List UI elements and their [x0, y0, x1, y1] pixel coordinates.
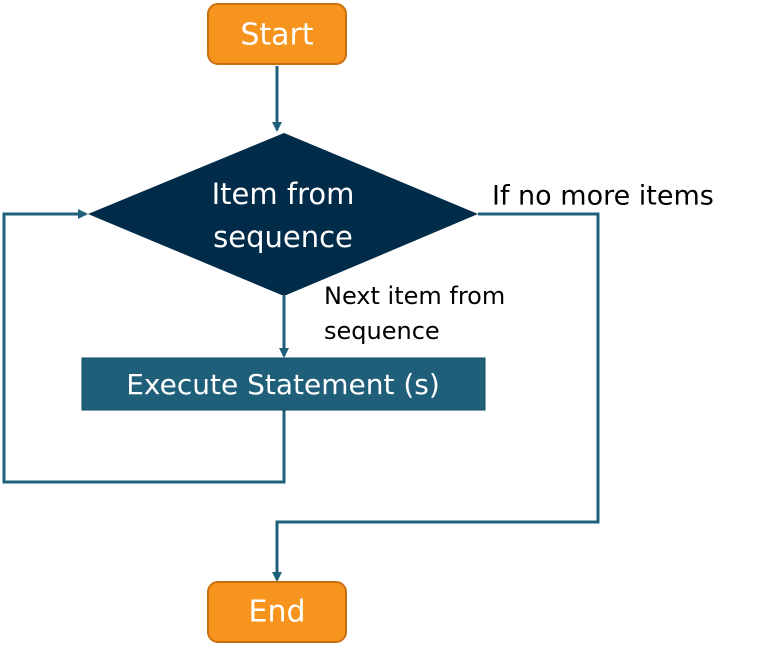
- end-label: End: [248, 595, 305, 630]
- decision-node-shape: [88, 133, 478, 296]
- decision-label-line2: sequence: [213, 220, 353, 254]
- next-item-label-line1: Next item from: [324, 282, 505, 310]
- decision-label-line1: Item from: [212, 177, 355, 211]
- process-node: Execute Statement (s): [81, 357, 486, 411]
- arrow-loop-back: [2, 209, 286, 484]
- process-label: Execute Statement (s): [126, 368, 440, 401]
- start-label: Start: [240, 18, 314, 53]
- process-node-shape: [81, 357, 486, 411]
- end-node: End: [207, 581, 347, 643]
- start-node-shape: [207, 3, 347, 65]
- end-node-shape: [207, 581, 347, 643]
- connectors: [2, 66, 600, 582]
- exit-condition-label: If no more items: [492, 181, 714, 212]
- decision-node: Item from sequence: [88, 133, 478, 296]
- arrow-exit-to-end: [272, 212, 600, 582]
- next-item-label-line2: sequence: [324, 317, 440, 345]
- start-node: Start: [207, 3, 347, 65]
